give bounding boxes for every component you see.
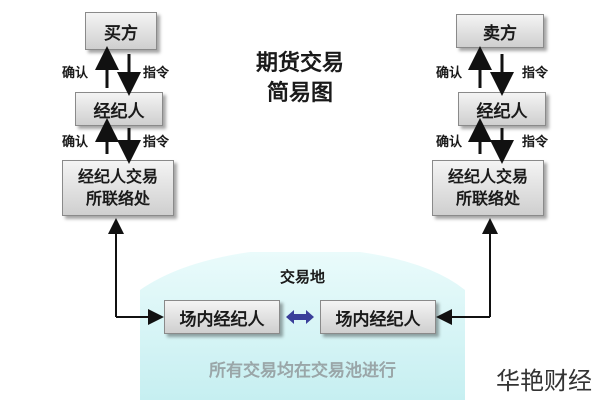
trade-double-arrow bbox=[286, 310, 314, 324]
floor-broker-left-box: 场内经纪人 bbox=[164, 300, 280, 334]
left-office-line-2: 所联络处 bbox=[85, 189, 150, 208]
right-office-line-2: 所联络处 bbox=[455, 189, 520, 208]
exchange-title: 交易地 bbox=[279, 268, 325, 286]
left-instruct-label-2: 指令 bbox=[143, 135, 170, 150]
floor-broker-right-label: 场内经纪人 bbox=[335, 309, 421, 330]
seller-box: 卖方 bbox=[456, 14, 544, 48]
floor-broker-right-box: 场内经纪人 bbox=[320, 300, 436, 334]
right-broker-label: 经纪人 bbox=[476, 101, 528, 122]
left-broker-box: 经纪人 bbox=[75, 92, 163, 126]
right-office-box: 经纪人交易 所联络处 bbox=[432, 160, 544, 216]
right-instruct-label-1: 指令 bbox=[522, 66, 549, 81]
left-instruct-label-1: 指令 bbox=[143, 66, 170, 81]
seller-label: 卖方 bbox=[483, 23, 517, 44]
left-confirm-label-2: 确认 bbox=[62, 135, 89, 150]
floor-broker-left-label: 场内经纪人 bbox=[179, 309, 265, 330]
buyer-box: 买方 bbox=[85, 12, 157, 50]
right-office-line-1: 经纪人交易 bbox=[447, 167, 528, 186]
right-confirm-label-1: 确认 bbox=[436, 66, 463, 81]
left-broker-label: 经纪人 bbox=[93, 101, 145, 122]
title-line-1: 期货交易 bbox=[255, 50, 344, 76]
title-line-2: 简易图 bbox=[266, 80, 333, 106]
watermark-text: 华艳财经 bbox=[496, 367, 592, 395]
diagram-title: 期货交易 简易图 bbox=[225, 48, 375, 108]
left-office-line-1: 经纪人交易 bbox=[77, 167, 158, 186]
right-confirm-label-2: 确认 bbox=[436, 135, 463, 150]
left-office-box: 经纪人交易 所联络处 bbox=[62, 160, 174, 216]
buyer-label: 买方 bbox=[104, 23, 138, 44]
exchange-footer-text: 所有交易均在交易池进行 bbox=[209, 361, 396, 381]
left-confirm-label-1: 确认 bbox=[62, 66, 89, 81]
right-instruct-label-2: 指令 bbox=[522, 135, 549, 150]
